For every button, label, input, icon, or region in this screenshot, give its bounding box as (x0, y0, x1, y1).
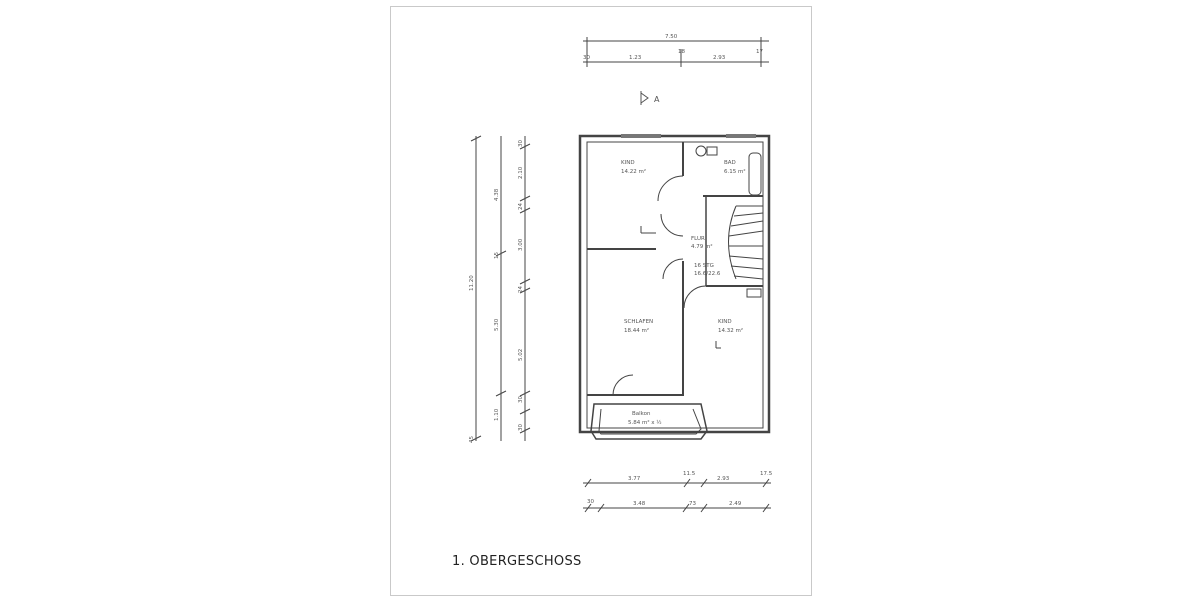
dim-left-outer: 4.38 (494, 188, 500, 201)
room-kind-1-name: KIND (621, 160, 635, 166)
dim-left-inner: 24 (518, 203, 524, 210)
door-swing-flur (657, 175, 684, 202)
room-kind-2-area: 14.32 m² (718, 327, 743, 334)
dim-top-part: 18 (678, 49, 685, 55)
dim-top-part: 2.93 (713, 55, 726, 61)
door-swing-kind2 (683, 285, 707, 309)
section-arrow-icon (640, 91, 649, 105)
dim-top-part: 17 (756, 49, 763, 55)
room-flur-name: FLUR (691, 236, 705, 242)
door-swing-schlafen (662, 258, 684, 280)
sink-icon (746, 288, 762, 298)
dim-left-outer: 1.10 (494, 408, 500, 421)
washbasin-icon (706, 146, 718, 156)
dim-bottom-2: 73 (689, 501, 696, 507)
dim-bottom-2: 3.48 (633, 501, 646, 507)
section-marker-label: A (654, 95, 660, 104)
balcony-inner (598, 408, 702, 435)
floor-plan: KIND 14.22 m² BAD 6.15 m² FLUR 4.79 m² 1… (469, 34, 773, 513)
dim-left-inner: 24 (518, 286, 524, 293)
staircase (728, 205, 764, 280)
drawing-sheet: KIND 14.22 m² BAD 6.15 m² FLUR 4.79 m² 1… (390, 6, 812, 596)
room-balkon-area: 5.84 m² x ½ (628, 419, 662, 426)
toilet-icon (695, 145, 707, 157)
dim-bottom-1: 17.5 (760, 471, 773, 477)
dim-bottom-1: 3.77 (628, 476, 641, 482)
dim-left-inner: 30 (518, 140, 524, 147)
dim-left-inner: 2.10 (518, 166, 524, 179)
dim-left-inner: 30 (518, 424, 524, 431)
room-bad-area: 6.15 m² (724, 168, 746, 175)
dim-bottom-1: 11.5 (683, 471, 696, 477)
dim-left-inner: 5.02 (518, 349, 524, 361)
dim-left-outer: 5.30 (494, 318, 500, 331)
stair-label: 16 STG (694, 263, 714, 269)
dim-bottom-2: 2.49 (729, 501, 742, 507)
room-kind-1-area: 14.22 m² (621, 168, 646, 175)
dim-top-part: 30 (583, 55, 590, 61)
dim-left-outer: 15 (494, 252, 500, 259)
room-schlafen-name: SCHLAFEN (624, 319, 653, 325)
dim-bottom-2: 30 (587, 499, 594, 505)
door-swing-kind (660, 213, 684, 237)
dim-bottom-1: 2.93 (717, 476, 730, 482)
dim-left-inner: 3.00 (518, 238, 524, 251)
dim-left-outer: 45 (469, 436, 475, 443)
door-swing-balkon (612, 374, 634, 396)
dim-left-total: 11.20 (469, 275, 475, 291)
floor-title: 1. OBERGESCHOSS (452, 554, 582, 569)
dim-top-part: 1.23 (629, 55, 642, 61)
bathtub (748, 152, 762, 196)
stair-ratio: 16.6/22.6 (694, 271, 721, 277)
room-balkon-name: Balkon (632, 411, 651, 417)
balcony-outline (590, 403, 708, 440)
dim-top-total: 7.50 (665, 34, 678, 40)
outer-wall (578, 134, 771, 434)
room-schlafen-area: 18.44 m² (624, 327, 649, 334)
room-kind-2-name: KIND (718, 319, 732, 325)
room-flur-area: 4.79 m² (691, 243, 713, 250)
room-bad-name: BAD (724, 160, 736, 166)
dim-left-inner: 30 (518, 396, 524, 403)
